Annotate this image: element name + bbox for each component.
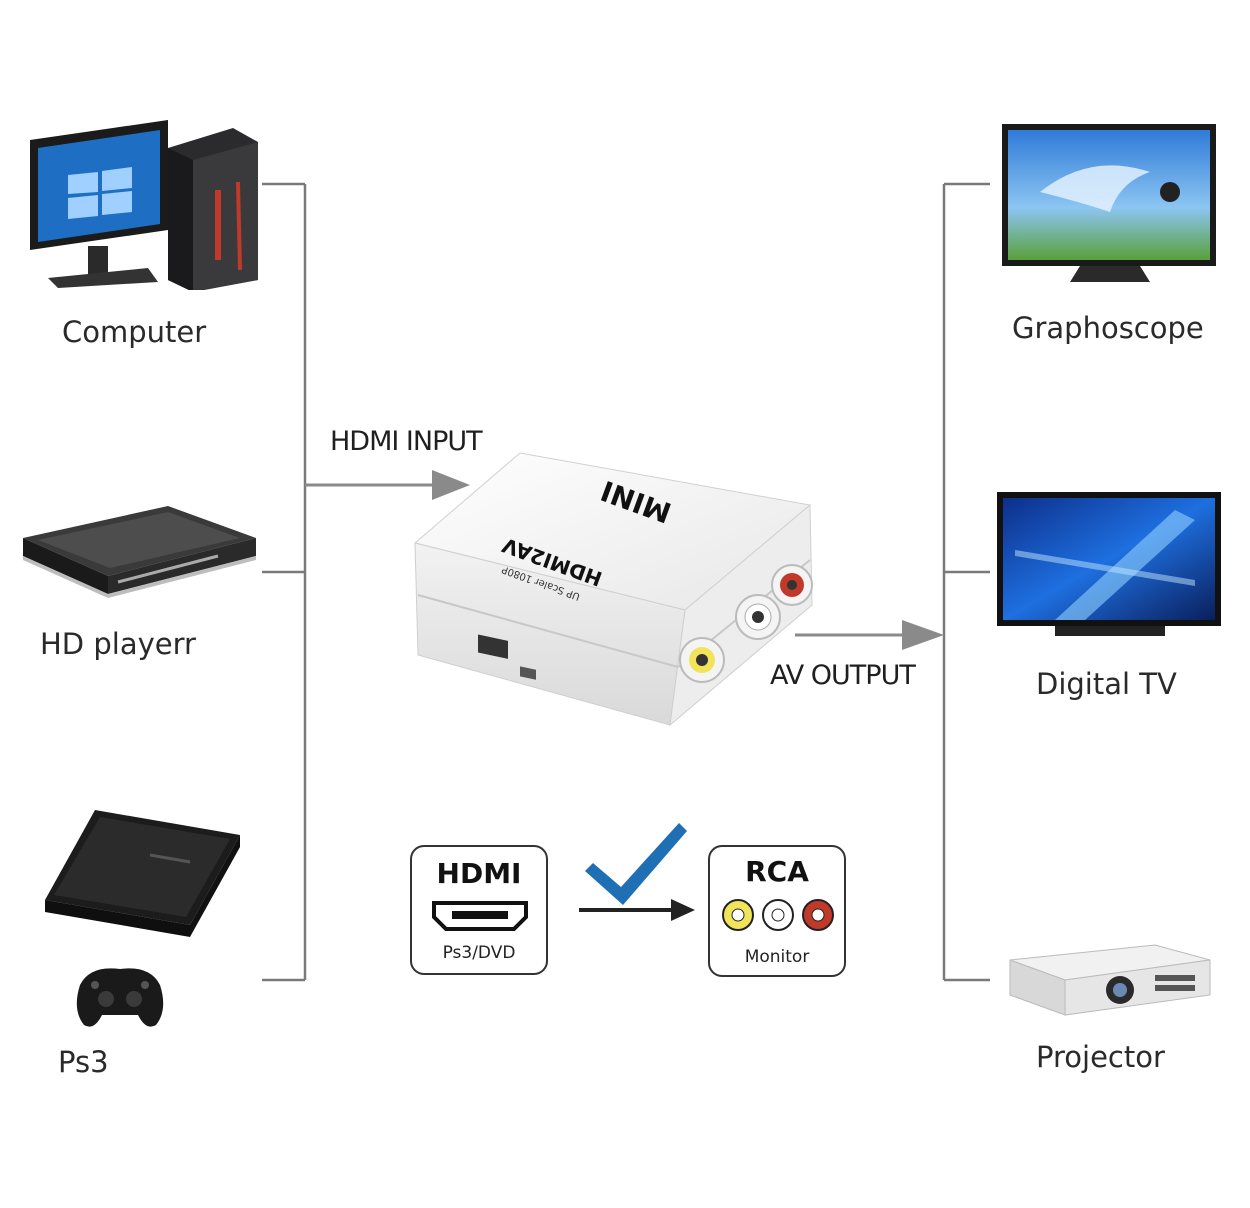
graphoscope-label: Graphoscope	[1012, 311, 1204, 345]
tv-icon	[1002, 124, 1216, 282]
computer-icon	[30, 120, 258, 290]
hdmi-input-label: HDMI INPUT	[330, 426, 483, 457]
ps3-icon	[45, 810, 240, 937]
legend-arrow	[579, 899, 695, 921]
av-output-label: AV OUTPUT	[770, 660, 916, 691]
hd-player-label: HD playerr	[40, 627, 196, 661]
rca-jacks-icon	[722, 899, 834, 931]
projector-label: Projector	[1036, 1040, 1165, 1074]
digital-tv-icon	[997, 492, 1221, 636]
hdmi-legend-box: HDMI Ps3/DVD	[410, 845, 548, 975]
hdmi-legend-caption: Ps3/DVD	[442, 943, 516, 963]
projector-icon	[1009, 944, 1211, 1016]
hdmi-input-arrow	[305, 470, 470, 500]
hdmi-legend-title: HDMI	[436, 857, 522, 890]
hd-player-icon	[23, 506, 256, 598]
rca-legend-title: RCA	[745, 855, 809, 888]
computer-label: Computer	[62, 315, 207, 349]
digital-tv-label: Digital TV	[1036, 667, 1177, 701]
ps3-label: Ps3	[58, 1045, 109, 1079]
converter-box-icon	[413, 452, 813, 727]
checkmark-icon	[585, 823, 687, 905]
hdmi-port-icon	[432, 901, 528, 931]
gamepad-icon	[76, 968, 164, 1027]
rca-legend-box: RCA Monitor	[708, 845, 846, 977]
rca-legend-caption: Monitor	[744, 947, 810, 967]
av-output-arrow	[795, 620, 944, 650]
